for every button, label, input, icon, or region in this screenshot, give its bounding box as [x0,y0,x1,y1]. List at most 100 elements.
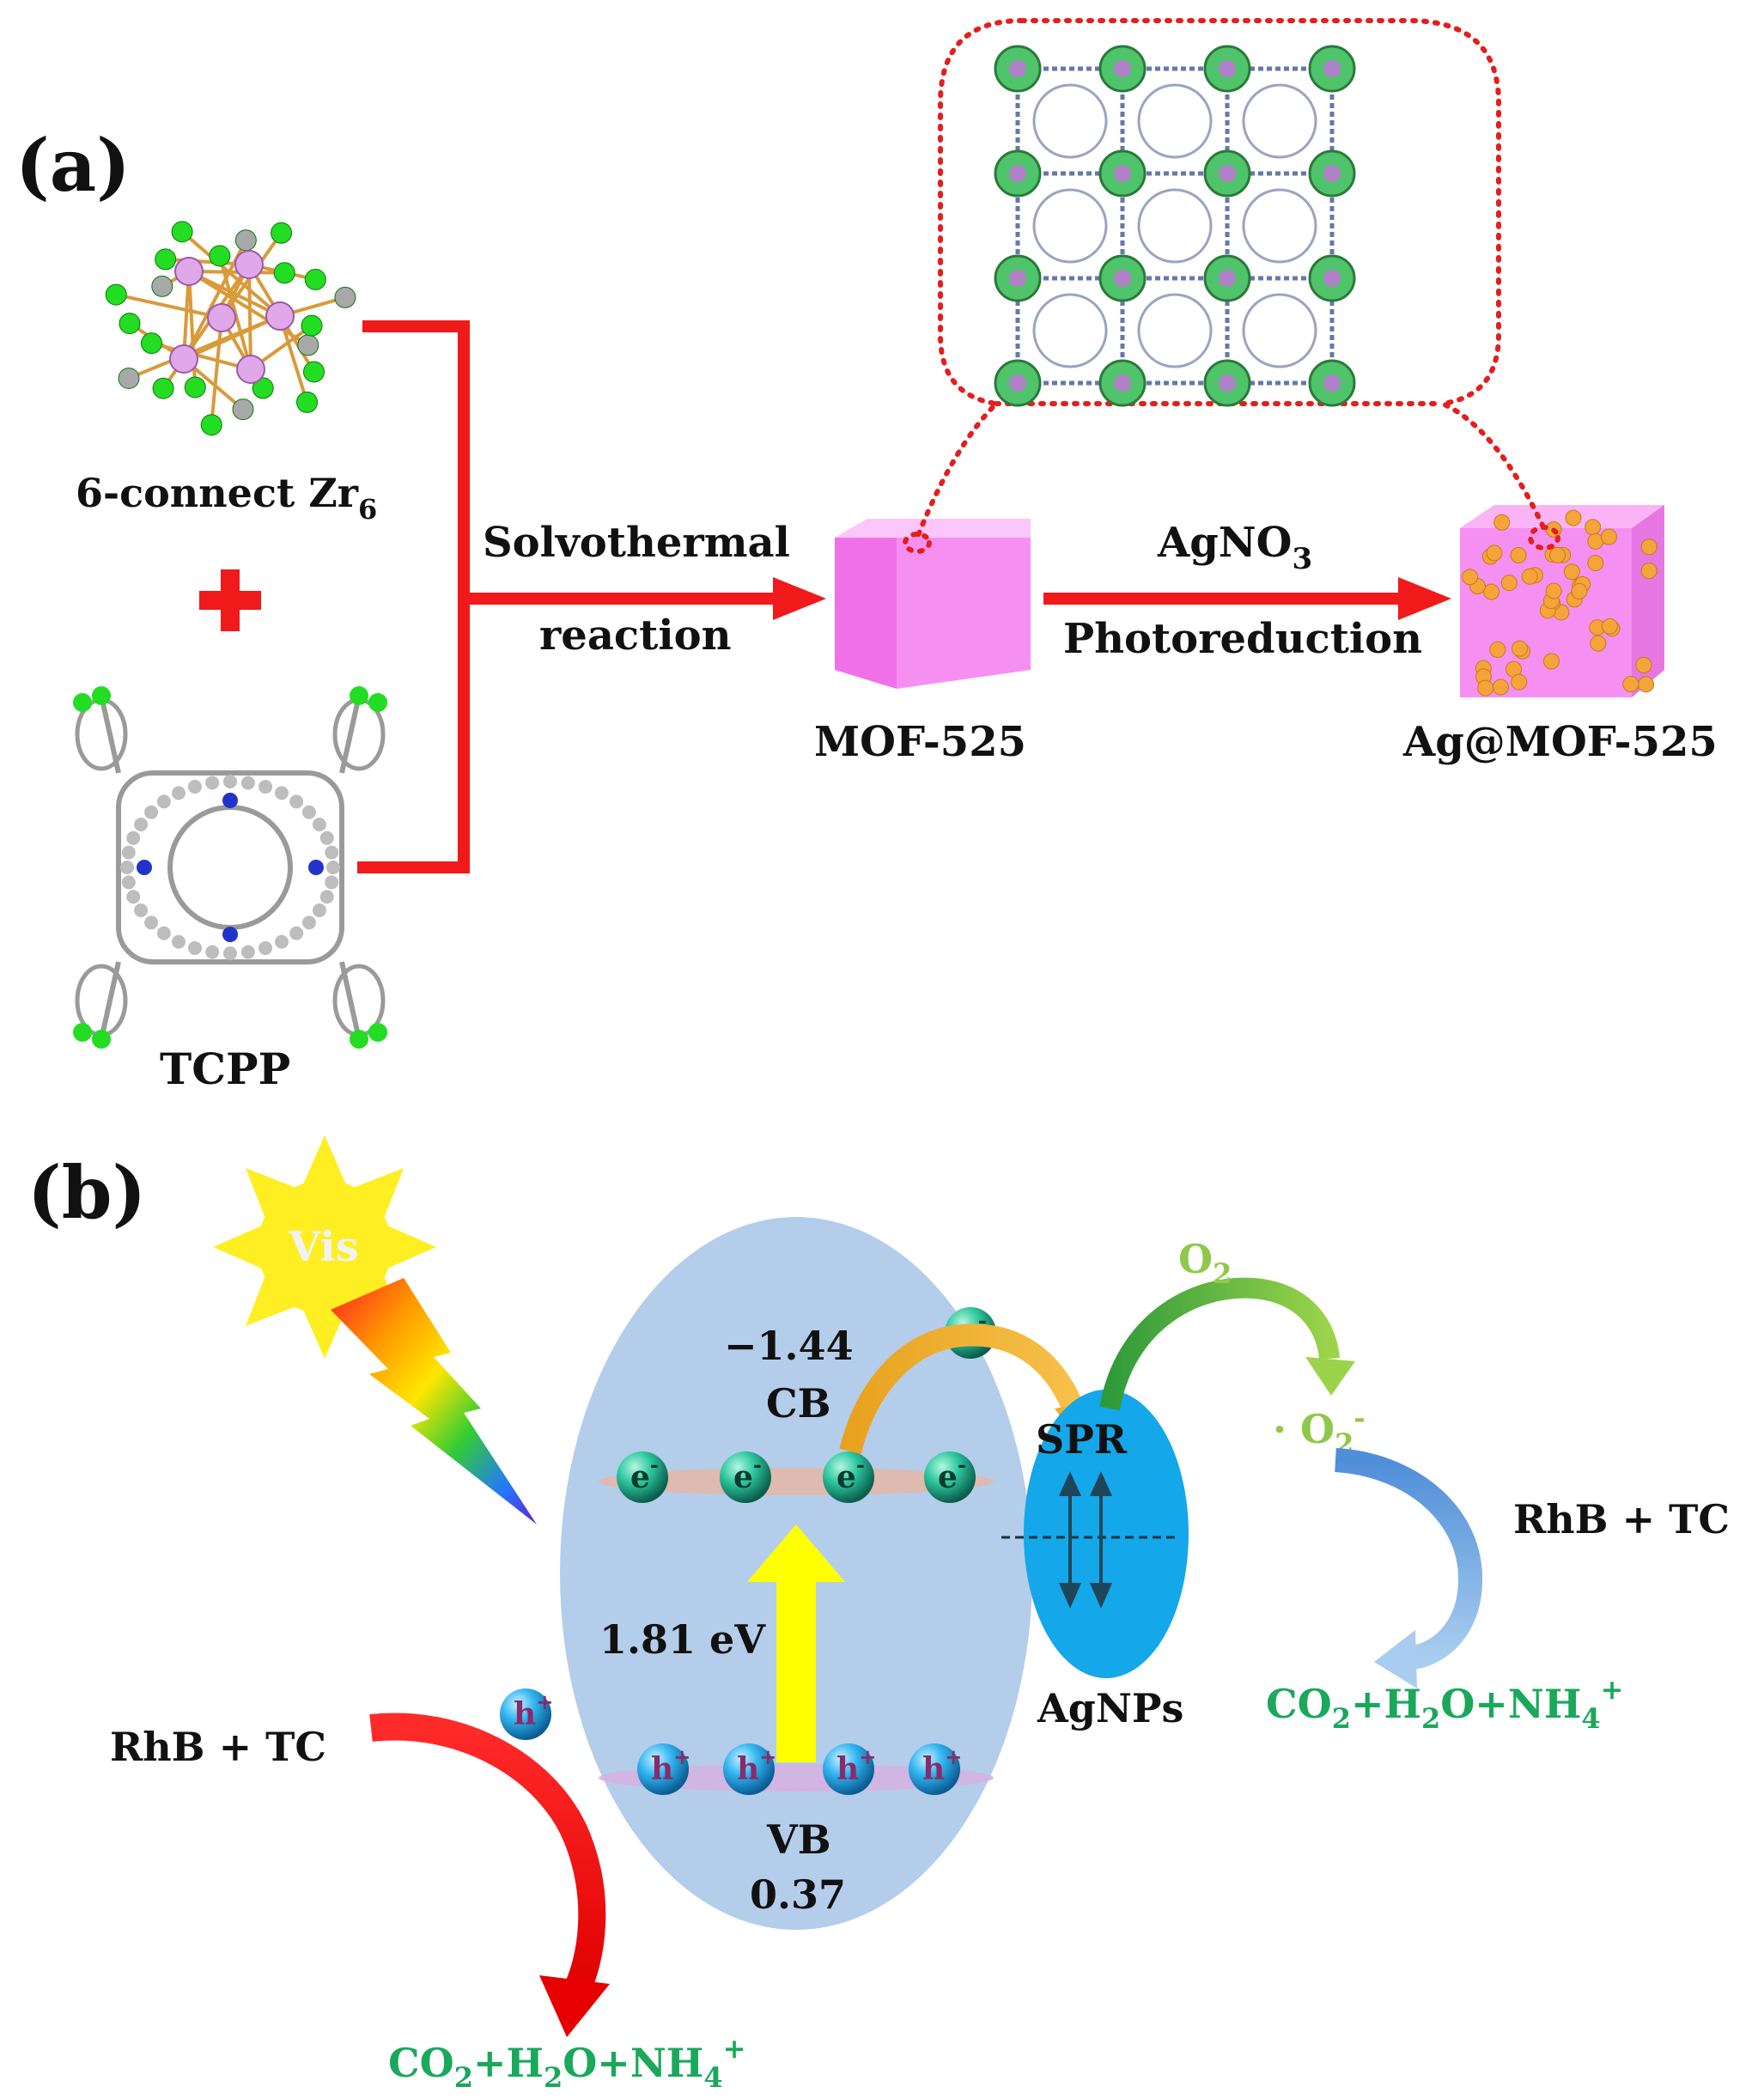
panel-a-label: (a) [15,123,131,208]
reaction-bracket [357,320,786,873]
electron-ball [720,1451,771,1503]
photoreduction-arrowhead [1398,577,1451,620]
rhb-tc-right-label: RhB + TC [1513,1496,1730,1542]
tcpp-carbon [319,890,334,904]
zr6-metal-atom [236,355,265,384]
tcpp-nitrogen [222,927,238,942]
zr6-atom [119,313,141,335]
tcpp-oxygen [368,1023,387,1042]
tcpp-carbon [240,945,255,959]
electron-ball [617,1451,668,1503]
zr6-atom [304,268,326,290]
framework-node-core [1114,270,1131,287]
hole: h+ [723,1743,776,1795]
tcpp-carbon [144,805,159,819]
zr6-bond [278,315,309,403]
tcpp-carbon [121,875,136,890]
zr6-atom [252,377,274,399]
ag-nanoparticle [1638,676,1655,693]
mof-525-cube [835,519,1031,689]
tcpp-carbon [325,845,339,860]
electron: e- [924,1451,976,1503]
tcpp-oxygen [92,686,111,705]
o2-label: O2 [1178,1236,1232,1290]
tcpp-nitrogen [137,860,152,875]
hole-charge: + [673,1744,690,1769]
sun-ray [246,1277,295,1326]
tcpp-carbon [126,830,141,845]
zr6-atom [303,361,325,383]
framework-node-core [1114,374,1131,392]
vb-label: VB [766,1816,831,1863]
tcpp-oxygen [350,1030,368,1049]
cb-label: CB [766,1380,831,1427]
tcpp-molecule-graphic [73,686,387,1049]
tcpp-carbon [126,890,141,904]
tcpp-carbon [156,794,171,809]
framework-node-core [1009,270,1026,287]
solvothermal-label-line1: Solvothermal [483,519,790,567]
electron-charge: - [958,1452,966,1477]
ag-nanoparticle [1563,563,1580,581]
photoreduction-label: Photoreduction [1063,615,1422,663]
framework-node-core [1219,374,1236,392]
hole: h+ [909,1743,962,1795]
tcpp-oxygen [368,693,387,712]
framework-pore [1032,188,1108,264]
free-hole: h+ [500,1688,553,1740]
ag-nanoparticle [1477,679,1494,697]
hole-charge: + [759,1744,776,1769]
vb-potential: 0.37 [750,1871,846,1918]
agnps-spr-ellipse [1024,1390,1189,1678]
oxygen-reduction-arc [1099,1277,1340,1411]
ag-nanoparticle [1510,547,1527,564]
oxygen-reduction-arrowhead [1305,1357,1355,1396]
zr6-atom [296,391,319,413]
framework-pore [1032,293,1108,368]
tcpp-carbon [187,780,202,794]
hole: h+ [823,1743,876,1795]
hole-ball [823,1743,874,1795]
zr6-bond [217,255,252,370]
ag-nanoparticle [1493,514,1511,531]
plus-sign [199,569,261,631]
degradation-arc-right [1334,1448,1483,1670]
zr6-atom [105,283,127,306]
rhb-tc-left-label: RhB + TC [110,1724,326,1770]
tcpp-nitrogen [308,860,324,875]
sun-ray [303,1135,346,1183]
ag-nanoparticle [1600,528,1617,545]
framework-node-core [1009,165,1026,182]
zr6-atom [140,332,162,355]
ag-nanoparticle [1587,555,1604,572]
electron-charge: - [650,1452,659,1477]
tcpp-carbon [312,903,326,917]
band-gap-arrow [747,1524,845,1762]
tcpp-carbon [223,946,237,960]
zr6-bond [210,317,223,425]
agnps-label: AgNPs [1037,1685,1183,1731]
hole-charge: + [859,1744,876,1769]
ag-nanoparticle [1622,676,1639,693]
conduction-band [599,1468,994,1495]
sun-ray [246,1168,295,1217]
free-hole-ball [500,1688,551,1740]
zr6-bond [180,230,282,318]
zr6-metal-atom [207,303,236,332]
sun-ray [355,1168,404,1217]
tcpp-carbon [301,805,316,819]
framework-node-core [1114,165,1131,182]
framework-node-core [1323,165,1341,182]
zr6-atom [273,262,295,284]
framework-node-core [1323,60,1341,77]
ag-nanoparticle [1486,545,1503,562]
zr6-metal-atom [265,301,295,331]
ag-nanoparticle [1500,575,1518,592]
tcpp-carbon [223,775,237,788]
zr6-atom [271,222,293,244]
solvothermal-arrowhead [773,577,826,620]
ag-nanoparticle [1489,641,1506,658]
free-hole-charge: + [536,1689,553,1714]
electron: e- [617,1451,668,1503]
